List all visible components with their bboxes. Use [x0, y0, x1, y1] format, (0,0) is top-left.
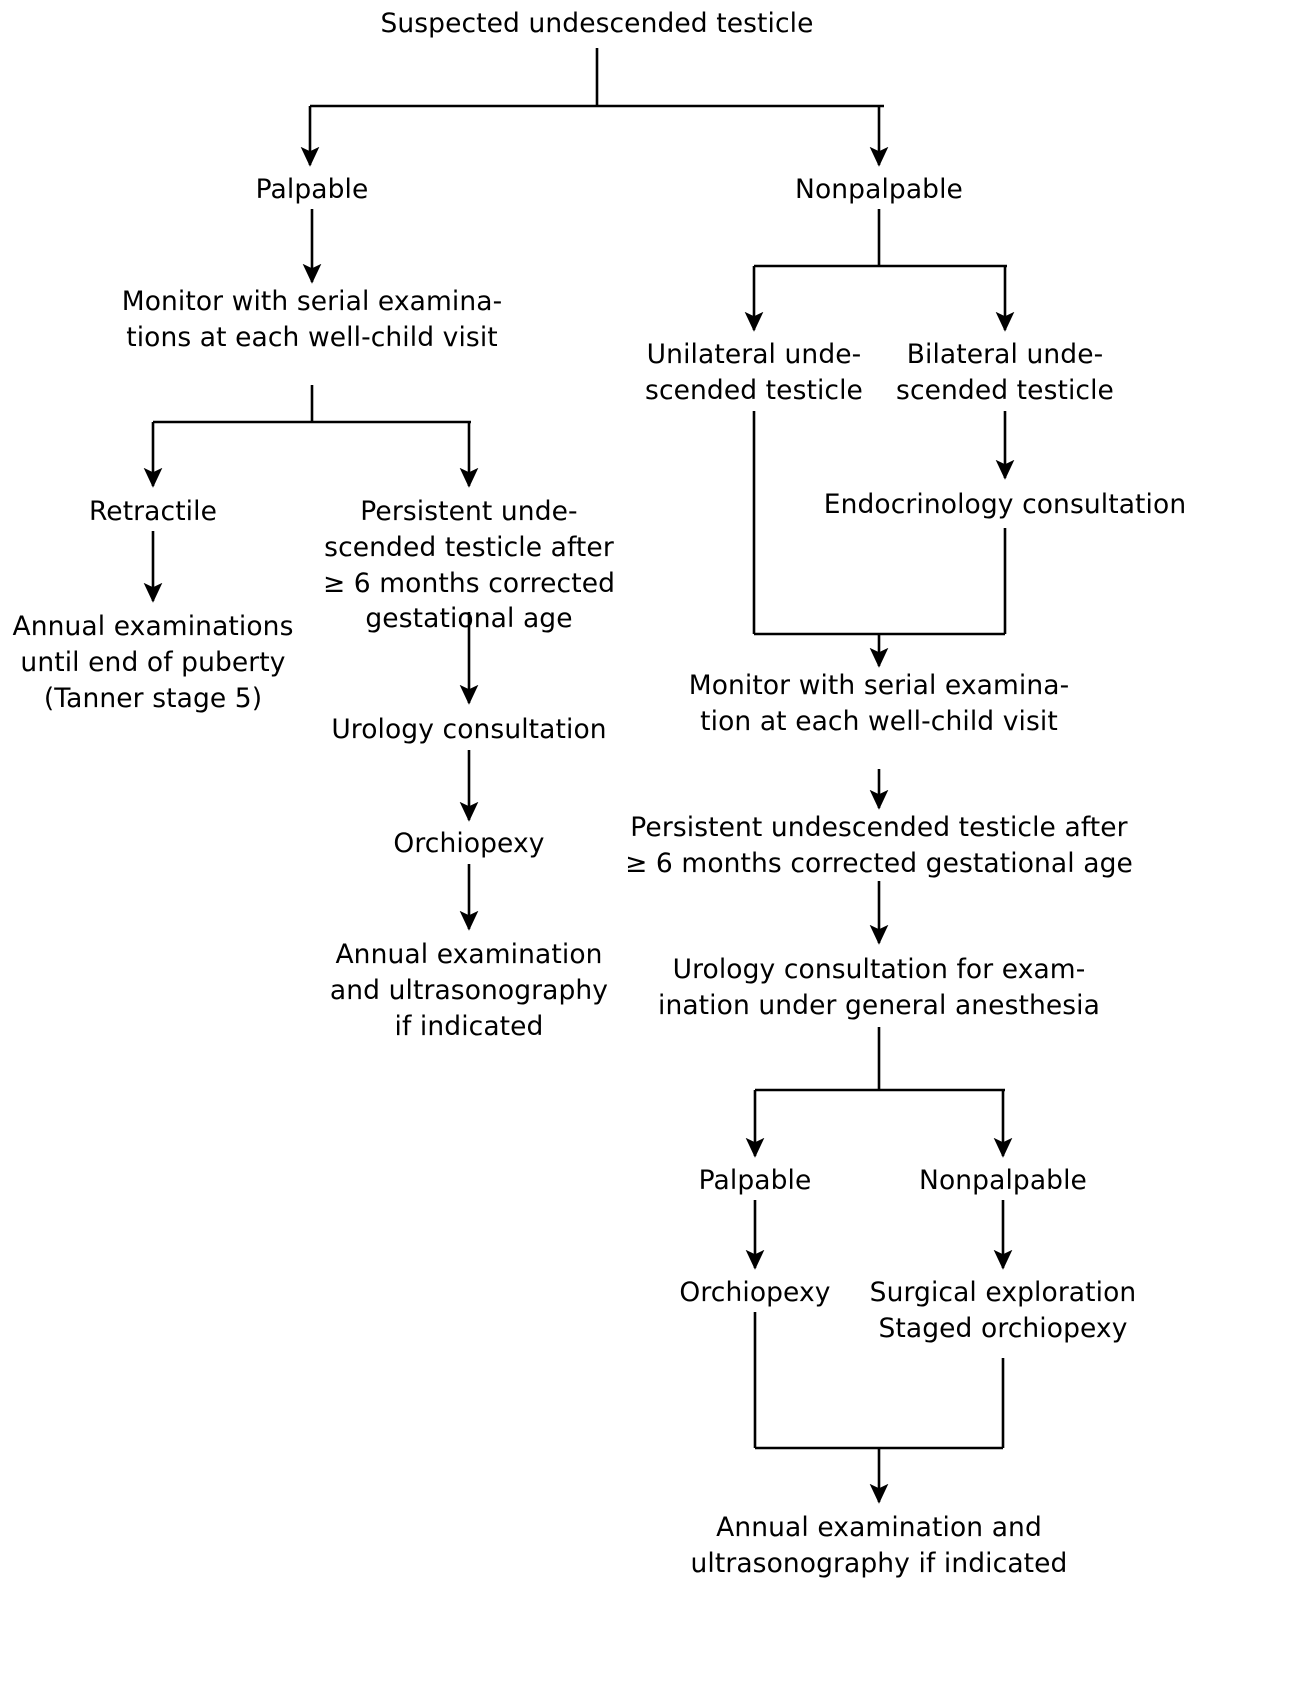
node-urology-left: Urology consultation	[331, 714, 607, 745]
node-palpable-2: Palpable	[698, 1165, 812, 1196]
node-nonpalpable-2: Nonpalpable	[919, 1165, 1087, 1196]
node-unilateral: Unilateral unde- scended testicle	[645, 339, 863, 406]
node-persistent-left: Persistent unde- scended testicle after …	[322, 496, 616, 635]
node-persistent-right: Persistent undescended testicle after ≥ …	[625, 812, 1133, 879]
node-annual-right: Annual examination and ultrasonography i…	[690, 1512, 1068, 1579]
node-monitor-left: Monitor with serial examina- tions at ea…	[121, 286, 503, 353]
node-root: Suspected undescended testicle	[380, 8, 814, 39]
node-annual-left: Annual examination and ultrasonography i…	[329, 939, 609, 1042]
node-annual-puberty: Annual examinations until end of puberty…	[12, 611, 294, 714]
node-urology-right: Urology consultation for exam- ination u…	[657, 954, 1100, 1021]
node-nonpalpable: Nonpalpable	[795, 174, 963, 205]
node-orchiopexy-left: Orchiopexy	[393, 828, 545, 859]
node-orchiopexy-right: Orchiopexy	[679, 1277, 831, 1308]
node-palpable: Palpable	[255, 174, 369, 205]
node-retractile: Retractile	[88, 496, 218, 527]
node-surgical: Surgical exploration Staged orchiopexy	[869, 1277, 1137, 1344]
node-bilateral: Bilateral unde- scended testicle	[896, 339, 1114, 406]
node-monitor-right: Monitor with serial examina- tion at eac…	[688, 670, 1070, 737]
node-endocrinology: Endocrinology consultation	[823, 489, 1187, 520]
